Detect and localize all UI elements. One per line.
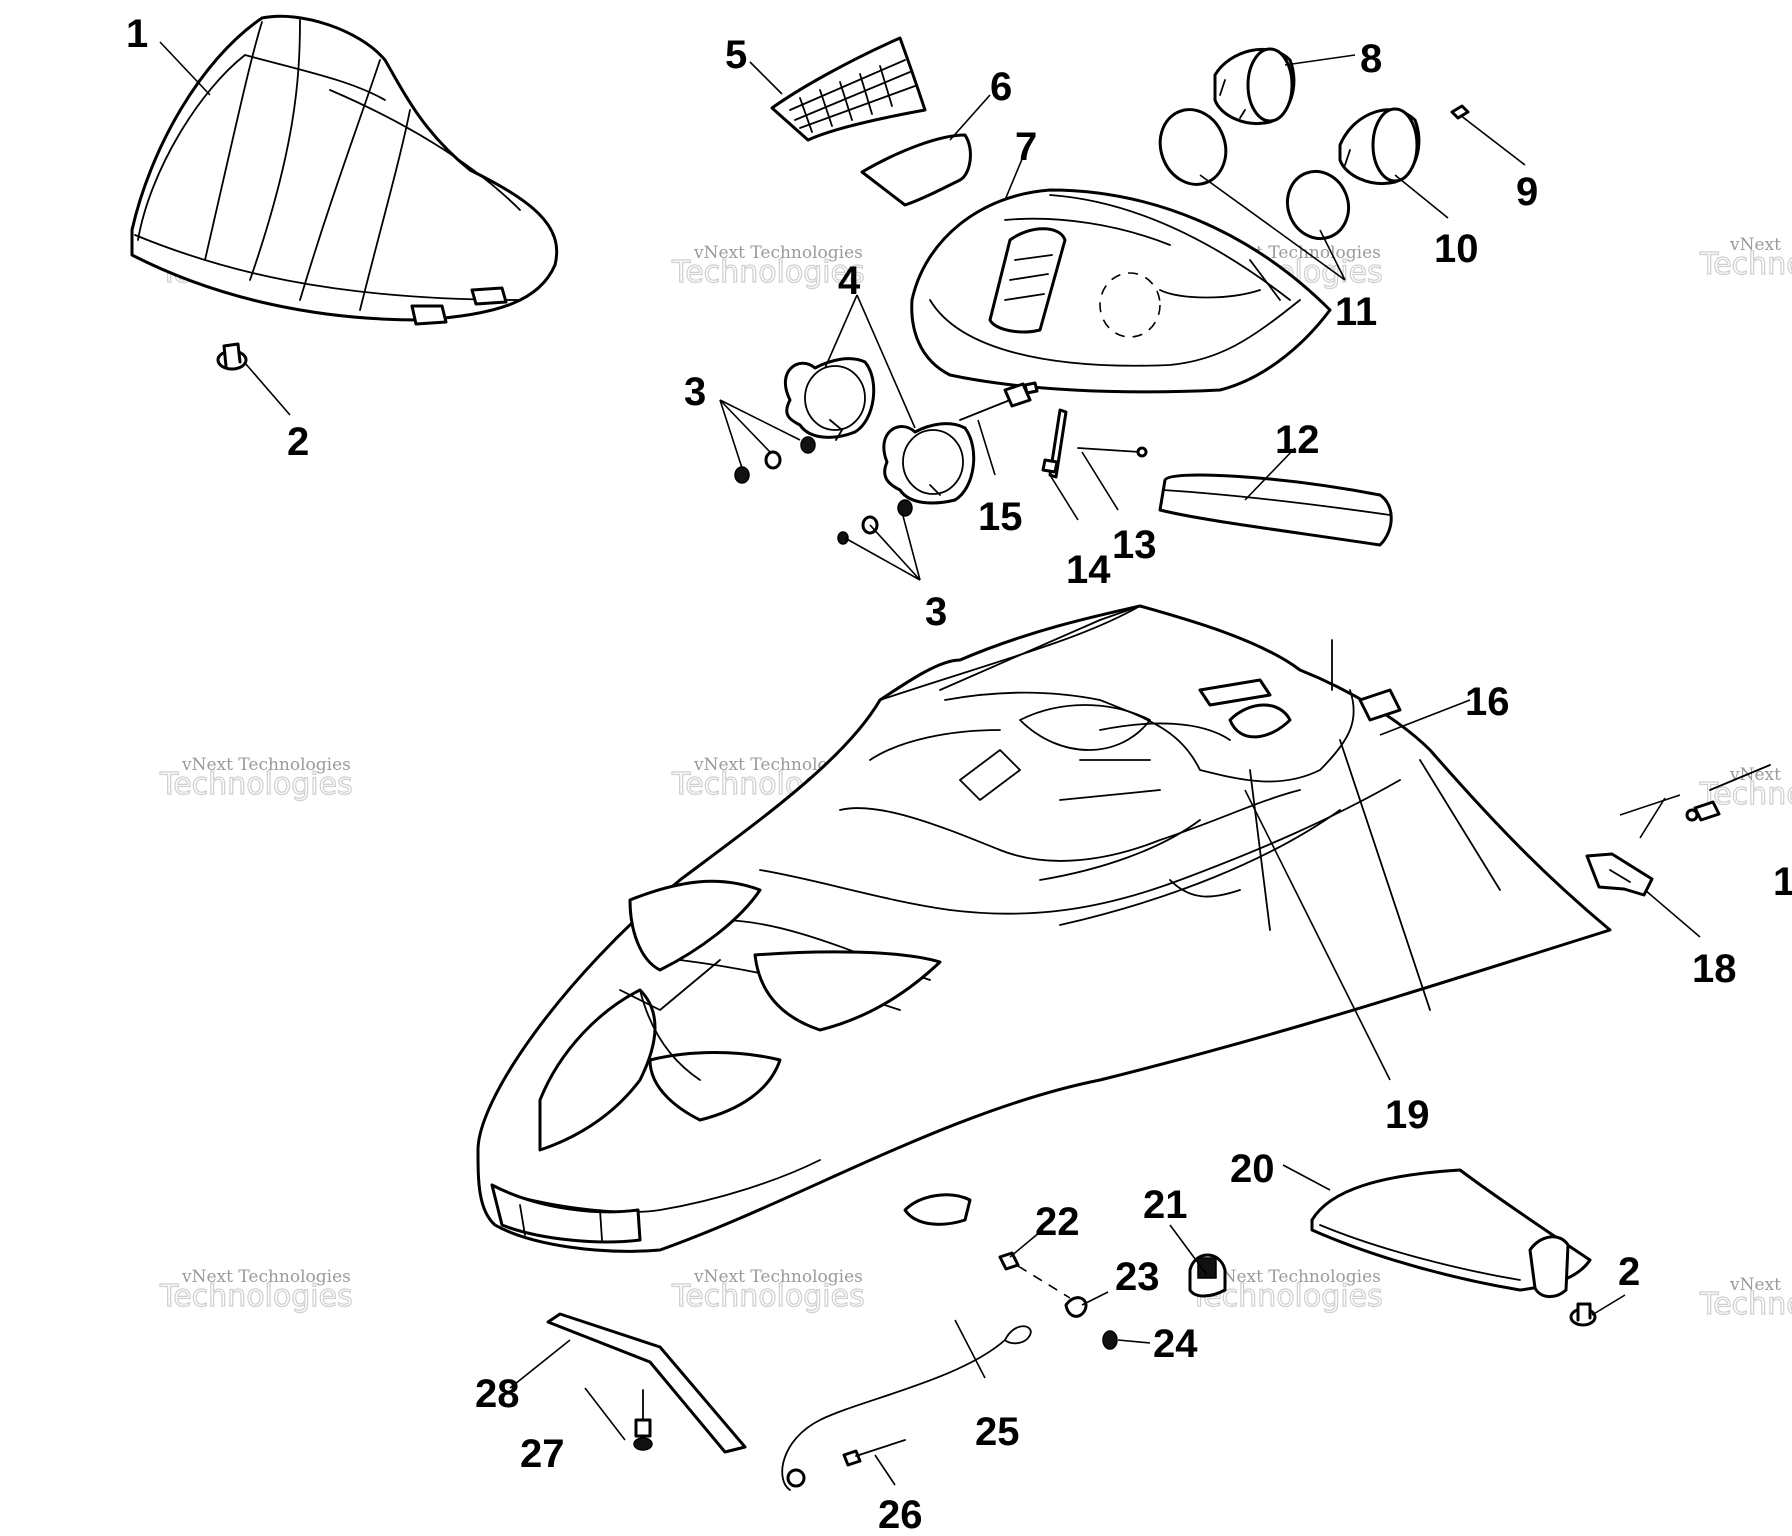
callout-3b: 3 [925,590,947,634]
svg-text:Technologies: Technologies [671,1279,865,1314]
callout-1: 1 [126,12,148,56]
screw-part [842,1439,906,1467]
svg-text:vNext Technologies: vNext Technologies [1211,1267,1381,1287]
watermark: Technologies vNext Technologies [670,243,865,291]
callout-2: 2 [287,420,309,464]
callout-14: 14 [1066,548,1111,592]
callout-20: 20 [1230,1147,1275,1191]
callout-4: 4 [838,259,861,303]
svg-text:vNext: vNext [1729,235,1781,255]
svg-text:Technologies: Technologies [671,255,865,290]
svg-text:Technologies: Technologies [1699,1287,1792,1322]
callout-15: 15 [978,495,1023,539]
callout-6: 6 [990,65,1012,109]
callout-25: 25 [975,1410,1020,1454]
cable-tie-part [1041,408,1068,479]
callout-24: 24 [1153,1322,1198,1366]
watermark: Technologies vNext Technologies [670,1267,865,1315]
push-pin-part [216,342,248,371]
callout-21: 21 [1143,1183,1188,1227]
callout-2b: 2 [1618,1250,1640,1294]
callout-23: 23 [1115,1255,1160,1299]
svg-text:Technologies: Technologies [159,1279,353,1314]
callout-28: 28 [475,1372,520,1416]
knob-part [1188,1253,1227,1298]
bezel-part-2 [882,422,976,505]
svg-text:vNext Technologies: vNext Technologies [693,243,863,263]
vent-grille-part [770,36,927,142]
cable-part [781,1325,1032,1491]
switch-part [959,381,1039,421]
callout-16: 16 [1465,680,1510,724]
access-lid-part [1310,1168,1592,1298]
callout-11: 11 [1335,290,1377,334]
windshield-part [130,14,559,326]
gauge-part [1213,47,1296,125]
svg-text:vNext Technologies: vNext Technologies [181,755,351,775]
svg-text:vNext Technologies: vNext Technologies [181,1267,351,1287]
svg-text:Technologies: Technologies [1699,247,1792,282]
bracket-part [1585,852,1654,897]
bulb-part [1450,104,1470,120]
callout-27: 27 [520,1432,565,1476]
hood-part [476,604,1612,1253]
watermark-edge: Technologies vNext [1698,235,1792,283]
callout-17: 17 [1773,860,1792,904]
callout-26: 26 [878,1493,923,1536]
watermark-edge: Technologies vNext [1698,1275,1792,1323]
hardware-part [998,1251,1118,1350]
bezel-part [783,357,876,441]
callout-labels: 1 2 2 3 3 4 5 6 7 8 9 10 11 12 13 14 15 … [126,12,1792,1536]
svg-text:vNext Technologies: vNext Technologies [693,1267,863,1287]
callout-8: 8 [1360,37,1382,81]
callout-9: 9 [1516,170,1538,214]
callout-7: 7 [1015,125,1037,169]
rod-part [1077,446,1148,458]
screw-part-2 [633,1389,653,1451]
callout-3: 3 [684,370,706,414]
bolt-part [1685,764,1771,822]
plate-part [546,1312,747,1454]
svg-text:vNext: vNext [1729,1275,1781,1295]
callout-5: 5 [725,33,747,77]
callout-12: 12 [1275,418,1320,462]
watermark: Technologies vNext Technologies [158,755,353,803]
callout-19: 19 [1385,1093,1430,1137]
svg-text:Technologies: Technologies [159,767,353,802]
svg-text:vNext: vNext [1729,765,1781,785]
trim-strip-part [1158,473,1393,547]
gasket-rings-part [1158,108,1350,241]
push-pin-part-2 [1569,1302,1597,1327]
callout-10: 10 [1434,227,1479,271]
nuts-part [734,436,913,545]
gauge-part-2 [1338,107,1421,185]
cover-plate-part [860,133,972,207]
leader-lines [159,41,1701,1486]
dash-panel-part [910,188,1332,394]
callout-18: 18 [1692,947,1737,991]
callout-22: 22 [1035,1200,1080,1244]
callout-13: 13 [1112,523,1157,567]
watermark: Technologies vNext Technologies [158,1267,353,1315]
